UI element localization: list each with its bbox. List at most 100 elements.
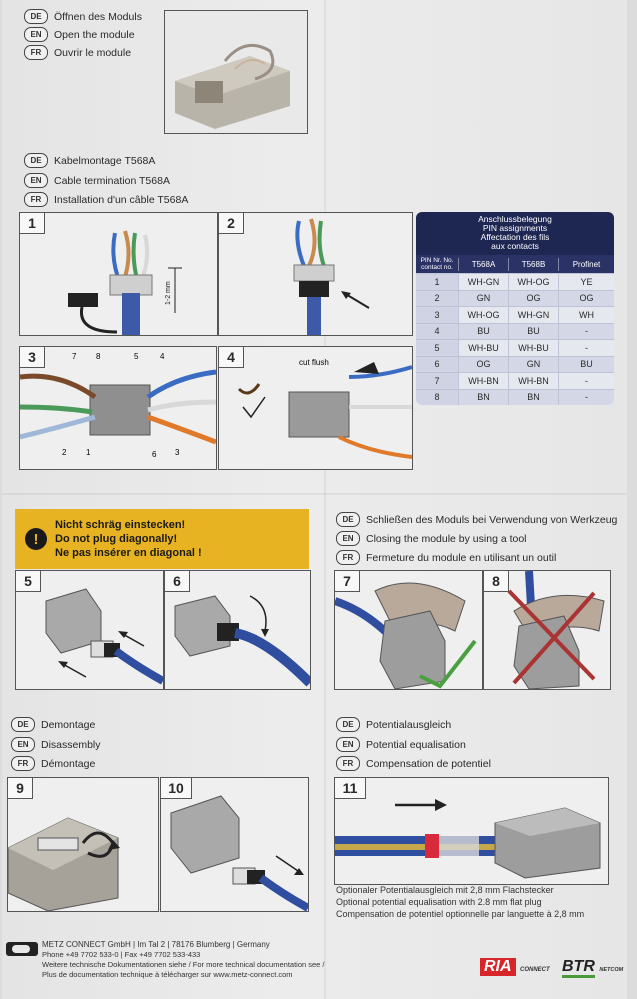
step-3-panel: 3 7 8 5 4 2 1 6 3 bbox=[19, 346, 217, 470]
table-cell: - bbox=[558, 339, 614, 356]
step-5-image bbox=[45, 588, 163, 685]
potential-de: DE Potentialausgleich bbox=[336, 717, 451, 732]
lang-text: Démontage bbox=[41, 757, 96, 770]
column-header: T568B bbox=[508, 257, 558, 271]
table-title-line: Anschlussbelegung bbox=[478, 214, 552, 224]
warning-line-de: Nicht schräg einstecken! bbox=[55, 519, 186, 531]
table-cell: WH-GN bbox=[508, 306, 558, 323]
step-9-panel: 9 bbox=[7, 777, 159, 912]
table-body: 1 WH-GN WH-OG YE 2 GN OG OG 3 WH-OG WH-G… bbox=[416, 273, 614, 405]
warning-banner: ! Nicht schräg einstecken! Do not plug d… bbox=[15, 509, 309, 569]
wire-label: 3 bbox=[175, 448, 180, 457]
step-number: 11 bbox=[335, 778, 366, 799]
step-7-image bbox=[335, 582, 477, 689]
footer-phone: Phone +49 7702 533-0 | Fax +49 7702 533-… bbox=[42, 950, 201, 959]
table-cell: GN bbox=[508, 355, 558, 372]
step-6-image bbox=[174, 595, 310, 687]
lang-badge: DE bbox=[336, 512, 360, 527]
lang-badge: DE bbox=[336, 717, 360, 732]
wire-label: 1 bbox=[86, 448, 91, 457]
metz-logo bbox=[6, 942, 38, 956]
table-cell: 8 bbox=[416, 388, 458, 405]
wire-label: 7 bbox=[72, 352, 77, 361]
step-4-image: cut flush bbox=[237, 358, 412, 459]
wire-label: 2 bbox=[62, 448, 67, 457]
step-1-image: 1-2 mm bbox=[68, 230, 182, 335]
step-8-panel: 8 bbox=[483, 570, 611, 690]
lang-text: Closing the module by using a tool bbox=[366, 532, 527, 545]
table-cell: 5 bbox=[416, 339, 458, 356]
wire-label: 8 bbox=[96, 352, 101, 361]
lang-badge: EN bbox=[336, 737, 360, 752]
fold-line-vertical bbox=[324, 0, 326, 999]
table-cell: BN bbox=[508, 388, 558, 405]
table-title-line: Affectation des fils bbox=[480, 232, 550, 242]
step-11-caption: Optionaler Potentialausgleich mit 2,8 mm… bbox=[336, 884, 584, 920]
step-11-panel: 11 bbox=[334, 777, 609, 885]
lang-badge: DE bbox=[24, 153, 48, 168]
lang-badge: EN bbox=[24, 27, 48, 42]
warning-line-fr: Ne pas insérer en diagonal ! bbox=[55, 547, 202, 559]
lang-badge: DE bbox=[11, 717, 35, 732]
step-number: 9 bbox=[8, 778, 33, 799]
table-cell: YE bbox=[558, 273, 614, 290]
table-row: 5 WH-BU WH-BU - bbox=[416, 339, 614, 356]
lang-text: Schließen des Moduls bei Verwendung von … bbox=[366, 513, 618, 526]
step-3-image: 7 8 5 4 2 1 6 3 bbox=[20, 352, 216, 459]
measure-label: 1-2 mm bbox=[165, 281, 172, 305]
table-cell: 2 bbox=[416, 289, 458, 306]
lang-text: Cable termination T568A bbox=[54, 174, 170, 187]
lang-badge: FR bbox=[24, 45, 48, 60]
lang-badge: EN bbox=[11, 737, 35, 752]
table-title-line: aux contacts bbox=[491, 241, 539, 251]
step-9-image bbox=[8, 817, 120, 911]
module-open-image bbox=[175, 43, 290, 129]
lang-badge: EN bbox=[24, 173, 48, 188]
table-row: 4 BU BU - bbox=[416, 322, 614, 339]
disassembly-fr: FR Démontage bbox=[11, 756, 95, 771]
pin-assignment-table: Anschlussbelegung PIN assignments Affect… bbox=[416, 212, 614, 405]
table-cell: - bbox=[558, 388, 614, 405]
wire-label: 6 bbox=[152, 450, 157, 459]
step-8-image bbox=[507, 571, 605, 689]
table-cell: OG bbox=[508, 289, 558, 306]
lang-badge: FR bbox=[336, 550, 360, 565]
lang-text: Open the module bbox=[54, 28, 135, 41]
table-cell: WH-BN bbox=[458, 372, 508, 389]
table-cell: WH-BU bbox=[458, 339, 508, 356]
lang-badge: FR bbox=[24, 192, 48, 207]
lang-text: Installation d'un câble T568A bbox=[54, 193, 189, 206]
table-cell: BU bbox=[558, 355, 614, 372]
open-en: EN Open the module bbox=[24, 27, 135, 42]
step-4-panel: 4 cut flush bbox=[218, 346, 413, 470]
table-row: 3 WH-OG WH-GN WH bbox=[416, 306, 614, 323]
table-cell: 7 bbox=[416, 372, 458, 389]
disassembly-en: EN Disassembly bbox=[11, 737, 101, 752]
cable-en: EN Cable termination T568A bbox=[24, 173, 170, 188]
table-cell: 4 bbox=[416, 322, 458, 339]
step-6-panel: 6 bbox=[164, 570, 311, 690]
table-cell: BU bbox=[458, 322, 508, 339]
step-number: 5 bbox=[16, 571, 41, 592]
step-11-image bbox=[335, 799, 601, 879]
caption-line-en: Optional potential equalisation with 2.8… bbox=[336, 897, 542, 907]
btr-logo-text: BTR bbox=[562, 958, 595, 978]
table-cell: 6 bbox=[416, 355, 458, 372]
step-number: 4 bbox=[219, 347, 244, 368]
table-row: 1 WH-GN WH-OG YE bbox=[416, 273, 614, 290]
lang-text: Fermeture du module en utilisant un outi… bbox=[366, 551, 557, 564]
table-cell: 1 bbox=[416, 273, 458, 290]
step-number: 8 bbox=[484, 571, 509, 592]
lang-text: Disassembly bbox=[41, 738, 101, 751]
warning-icon: ! bbox=[25, 528, 47, 550]
table-row: 2 GN OG OG bbox=[416, 289, 614, 306]
step-5-panel: 5 bbox=[15, 570, 164, 690]
step-number: 2 bbox=[219, 213, 244, 234]
lang-text: Ouvrir le module bbox=[54, 46, 132, 59]
lang-text: Potential equalisation bbox=[366, 738, 466, 751]
table-cell: WH-BN bbox=[508, 372, 558, 389]
wire-label: 4 bbox=[160, 352, 165, 361]
step-2-image bbox=[293, 218, 370, 335]
table-cell: WH-BU bbox=[508, 339, 558, 356]
lang-text: Compensation de potentiel bbox=[366, 757, 491, 770]
